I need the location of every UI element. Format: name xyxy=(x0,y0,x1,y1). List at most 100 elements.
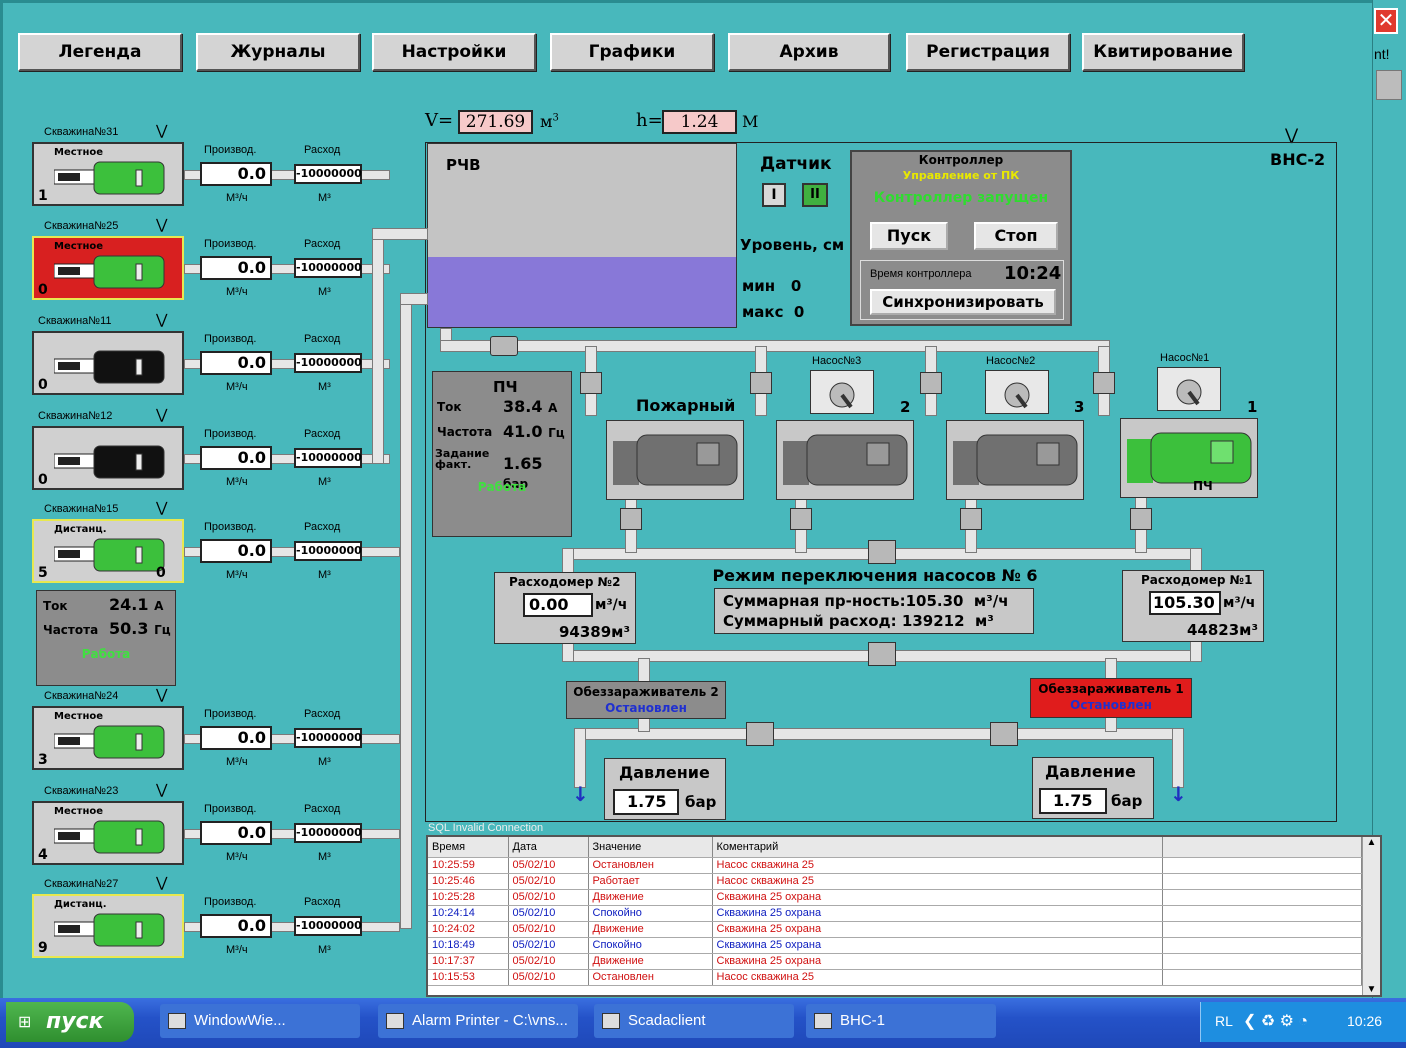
well-pump[interactable]: Дистанц. 9 xyxy=(32,894,184,958)
log-header[interactable]: Дата xyxy=(508,837,589,858)
disinfector-2[interactable]: Обеззараживатель 2 Остановлен xyxy=(566,681,726,719)
close-icon[interactable]: ✕ xyxy=(1374,8,1398,34)
well-pump[interactable]: Дистанц. 5 0 xyxy=(32,519,184,583)
volume-unit: м3 xyxy=(540,112,559,131)
valve-icon[interactable] xyxy=(868,642,896,666)
flow-label: Расход xyxy=(304,803,341,815)
sync-button[interactable]: Синхронизировать xyxy=(870,289,1056,315)
taskbar-item-0[interactable]: WindowWie... xyxy=(160,1004,360,1038)
pipe xyxy=(1172,728,1184,788)
well-name: Скважина№15 xyxy=(44,503,119,515)
flow-label: Расход xyxy=(304,238,341,250)
controller-panel: Контроллер Управление от ПК Контроллер з… xyxy=(850,150,1072,326)
valve-icon[interactable] xyxy=(490,336,518,356)
flow-value: -10000000 xyxy=(294,541,362,561)
well-vfd-freq-value: 50.3 Гц xyxy=(109,619,171,638)
antenna-icon: ⋁ xyxy=(156,122,168,138)
disinfector-1[interactable]: Обеззараживатель 1 Остановлен xyxy=(1030,678,1192,718)
valve-icon[interactable] xyxy=(790,508,812,530)
reservoir-tank[interactable]: РЧВ xyxy=(427,143,737,328)
valve-icon[interactable] xyxy=(746,722,774,746)
log-header[interactable]: Коментарий xyxy=(712,837,1163,858)
toolbar-button-0[interactable]: Легенда xyxy=(18,33,182,71)
log-header[interactable]: Значение xyxy=(588,837,713,858)
well-pump[interactable]: Местное 1 xyxy=(32,142,184,206)
toolbar-button-3[interactable]: Графики xyxy=(550,33,714,71)
scrollbar[interactable] xyxy=(1376,70,1402,100)
log-cell-comment: Скважина 25 охрана xyxy=(712,921,1163,938)
scroll-up-icon[interactable]: ▲ xyxy=(1366,837,1377,848)
antenna-icon: ⋁ xyxy=(156,499,168,515)
language-indicator[interactable]: RL xyxy=(1215,1013,1233,1029)
valve-icon[interactable] xyxy=(868,540,896,564)
selector-switch-icon[interactable] xyxy=(985,370,1049,414)
log-scrollbar[interactable]: ▲ ▼ xyxy=(1362,837,1380,995)
well-pump[interactable]: 0 xyxy=(32,426,184,490)
log-cell-comment: Насос скважина 25 xyxy=(712,857,1163,874)
log-cell-comment: Насос скважина 25 xyxy=(712,969,1163,986)
well-pump[interactable]: Местное 0 xyxy=(32,236,184,300)
well-pipe xyxy=(184,547,400,557)
flowmeter-2-unit: м³/ч xyxy=(595,597,628,613)
taskbar-item-label: Scadaclient xyxy=(628,1012,706,1029)
stop-button[interactable]: Стоп xyxy=(974,222,1058,250)
taskbar-item-1[interactable]: Alarm Printer - C:\vns... xyxy=(378,1004,578,1038)
toolbar-button-4[interactable]: Архив xyxy=(728,33,890,71)
valve-icon[interactable] xyxy=(750,372,772,394)
height-unit: М xyxy=(742,112,759,131)
log-cell-value: Остановлен xyxy=(588,969,713,986)
app-icon xyxy=(814,1013,832,1030)
valve-icon[interactable] xyxy=(620,508,642,530)
clock: 10:26 xyxy=(1347,1013,1383,1029)
valve-icon[interactable] xyxy=(990,722,1018,746)
selector-switch-icon[interactable] xyxy=(810,370,874,414)
well-pump[interactable]: Местное 4 xyxy=(32,801,184,865)
pump-2[interactable] xyxy=(946,420,1084,500)
pump-icon xyxy=(54,538,165,572)
valve-icon[interactable] xyxy=(960,508,982,530)
pump-3[interactable] xyxy=(776,420,914,500)
pump-1[interactable]: ПЧ xyxy=(1120,418,1258,498)
start-button[interactable]: пуск xyxy=(6,1002,134,1042)
trunk-pipe xyxy=(400,293,412,929)
sensor-2-button[interactable]: II xyxy=(802,183,828,207)
flow-value: -10000000 xyxy=(294,916,362,936)
controller-time-group xyxy=(860,260,1064,320)
log-header[interactable]: Время xyxy=(428,837,509,858)
toolbar-button-5[interactable]: Регистрация xyxy=(906,33,1070,71)
valve-icon[interactable] xyxy=(580,372,602,394)
well-pump[interactable]: Местное 3 xyxy=(32,706,184,770)
taskbar-item-3[interactable]: ВНС-1 xyxy=(806,1004,996,1038)
controller-status: Контроллер запущен xyxy=(873,190,1049,206)
toolbar-button-6[interactable]: Квитирование xyxy=(1082,33,1244,71)
log-cell-empty xyxy=(1162,937,1362,954)
valve-icon[interactable] xyxy=(920,372,942,394)
valve-icon[interactable] xyxy=(1093,372,1115,394)
tray-icons[interactable]: ❮ ♻ ⚙ ◔ xyxy=(1243,1013,1309,1030)
pump-icon xyxy=(54,255,165,289)
taskbar-item-2[interactable]: Scadaclient xyxy=(594,1004,794,1038)
fire-pump[interactable] xyxy=(606,420,744,500)
valve-icon[interactable] xyxy=(1130,508,1152,530)
start-button[interactable]: Пуск xyxy=(870,222,948,250)
well-name: Скважина№11 xyxy=(38,315,112,327)
sensor-1-button[interactable]: I xyxy=(762,183,786,207)
well-pump[interactable]: 0 xyxy=(32,331,184,395)
tank-label: РЧВ xyxy=(446,156,481,174)
pressure-2: Давление 1.75 бар xyxy=(604,758,726,820)
scroll-down-icon[interactable]: ▼ xyxy=(1366,984,1377,995)
toolbar-button-2[interactable]: Настройки xyxy=(372,33,536,71)
toolbar-button-1[interactable]: Журналы xyxy=(196,33,360,71)
selector-switch-icon[interactable] xyxy=(1157,367,1221,411)
log-cell-date: 05/02/10 xyxy=(508,953,589,970)
controller-title: Контроллер xyxy=(918,153,1004,167)
